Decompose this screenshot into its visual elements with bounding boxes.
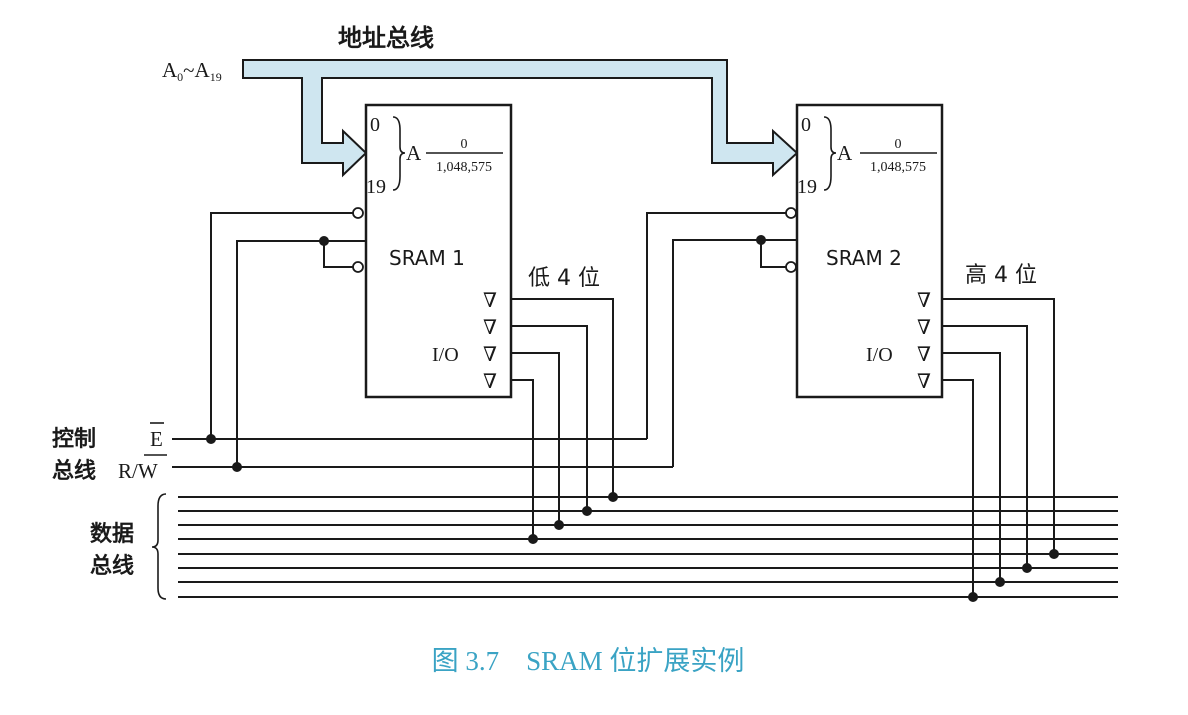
sram-2-tristate-3: ∇ (917, 344, 931, 366)
sram-2-addr-brace (823, 116, 837, 191)
sram-2-data-junction-3 (995, 577, 1005, 587)
sram-2-nibble-label: 高 4 位 (965, 263, 1037, 288)
sram-1-data-junction-2 (582, 506, 592, 516)
sram-1-io-label: I/O (432, 344, 459, 366)
rw-overbar-letter: W (138, 459, 158, 483)
sram-1-rw-junction (319, 236, 329, 246)
control-bus-label-line1: 控制 (52, 426, 96, 452)
address-signal-base-2: A (195, 58, 211, 82)
sram-1-range-bottom: 1,048,575 (436, 160, 492, 175)
sram-1-rw-wire (236, 240, 366, 467)
sram-2-ce-bubble (785, 207, 797, 219)
sram-2-range-top: 0 (895, 137, 902, 152)
sram-2-io-label: I/O (866, 344, 893, 366)
address-bus-arrow (242, 59, 799, 178)
sram-2-rw-junction (756, 235, 766, 245)
sram-1-name: SRAM 1 (389, 246, 465, 270)
sram-chip-1: 0 19 A 0 1,048,575 SRAM 1 I/O ∇ ∇ ∇ ∇ 低 … (352, 103, 600, 399)
sram-1-nibble-label: 低 4 位 (528, 266, 600, 291)
sram-1-io-wire-1 (511, 298, 614, 497)
sram-1-we-bubble (352, 261, 364, 273)
sram-1-tristate-1: ∇ (483, 290, 497, 312)
sram-2-rw-wire (672, 239, 797, 467)
data-bus-brace (151, 493, 167, 600)
figure-caption: 图 3.7 SRAM 位扩展实例 (432, 646, 745, 676)
sram-1-we-loop (323, 241, 353, 268)
data-bus-label-line1: 数据 (90, 521, 134, 547)
sram-1-addr-top: 0 (370, 114, 380, 136)
rw-prefix: R/ (118, 459, 138, 483)
sram-2-tristate-4: ∇ (917, 371, 931, 393)
sram-2-data-junction-2 (1022, 563, 1032, 573)
address-sub-start: 0 (177, 70, 183, 84)
sram-2-we-loop (760, 240, 786, 268)
sram-1-enable-wire (210, 212, 353, 439)
sram-1-addr-bottom: 19 (366, 176, 386, 198)
sram-2-data-junction-1 (1049, 549, 1059, 559)
sram-2-enable-wire (646, 212, 786, 439)
sram-chip-2: 0 19 A 0 1,048,575 SRAM 2 I/O ∇ ∇ ∇ ∇ 高 … (785, 103, 1037, 399)
sram-1-addr-letter: A (406, 141, 422, 165)
sram-1-ce-bubble (352, 207, 364, 219)
sram-2-io-wire-2 (942, 325, 1028, 568)
sram-1-tristate-2: ∇ (483, 317, 497, 339)
sram-1-tristate-4: ∇ (483, 371, 497, 393)
address-signal-base: A (162, 58, 178, 82)
sram-2-addr-bottom: 19 (797, 176, 817, 198)
sram-2-we-bubble (785, 261, 797, 273)
sram-1-data-junction-3 (554, 520, 564, 530)
data-bus-label-line2: 总线 (90, 553, 134, 579)
enable-junction-1 (206, 434, 216, 444)
sram-2-data-junction-4 (968, 592, 978, 602)
control-bus-label-line2: 总线 (52, 458, 96, 484)
enable-signal-label: E (150, 427, 163, 451)
sram-1-tristate-3: ∇ (483, 344, 497, 366)
sram-2-name: SRAM 2 (826, 246, 902, 270)
sram-2-range-bottom: 1,048,575 (870, 160, 926, 175)
sram-2-io-wire-3 (942, 352, 1001, 582)
sram-1-io-wire-4 (511, 379, 534, 539)
control-bus-wiring: 控制 总线 E R/W (52, 212, 797, 484)
sram-2-tristate-1: ∇ (917, 290, 931, 312)
data-bus: 数据 总线 (90, 298, 1118, 602)
sram-1-io-wire-2 (511, 325, 588, 511)
sram-1-io-wire-3 (511, 352, 560, 525)
sram-1-data-junction-4 (528, 534, 538, 544)
address-signal-label: A0~A19 (162, 58, 222, 84)
sram-2-tristate-2: ∇ (917, 317, 931, 339)
sram-2-addr-top: 0 (801, 114, 811, 136)
address-sub-end: 19 (210, 70, 222, 84)
sram-2-addr-letter: A (837, 141, 853, 165)
sram-1-data-junction-1 (608, 492, 618, 502)
sram-2-io-wire-4 (942, 379, 974, 597)
rw-junction-1 (232, 462, 242, 472)
sram-2-io-wire-1 (942, 298, 1055, 554)
address-bus-title: 地址总线 (338, 24, 434, 52)
sram-1-addr-brace (392, 116, 406, 191)
sram-1-range-top: 0 (461, 137, 468, 152)
rw-signal-label: R/W (118, 459, 158, 483)
address-range-sep: ~ (183, 58, 194, 82)
